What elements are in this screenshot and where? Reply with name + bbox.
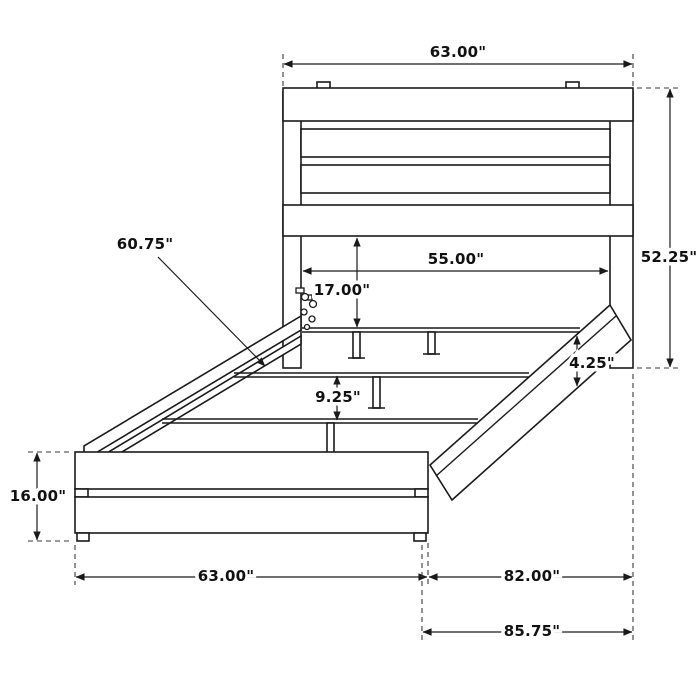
dim-headboard-width: 63.00" [282, 40, 634, 86]
bolt-icon [308, 315, 316, 323]
dim-footboard-width-label: 63.00" [198, 567, 254, 585]
dim-overall-length-label: 85.75" [504, 622, 560, 640]
dim-inner-width-label: 55.00" [428, 250, 484, 268]
dim-inner-width: 55.00" [302, 247, 609, 275]
footboard-foot [413, 532, 427, 542]
side-rail-right-edge [435, 315, 617, 477]
footboard-foot [76, 532, 90, 542]
slat-support-leg [352, 331, 361, 359]
footboard [74, 451, 429, 542]
side-rail-left-ledge [91, 334, 302, 472]
footboard-top-plank [74, 451, 429, 490]
dim-footboard-width: 63.00" [74, 543, 429, 589]
dim-headboard-to-slat: 17.00" [310, 237, 374, 328]
slat-support-leg [427, 331, 436, 355]
headboard-slat [300, 164, 611, 194]
slat-support-leg [372, 376, 381, 409]
dim-headboard-to-slat-label: 17.00" [314, 281, 370, 299]
headboard-top-board [282, 87, 634, 122]
slat-supports [162, 327, 580, 455]
dim-footboard-height-label: 16.00" [10, 487, 66, 505]
dim-footboard-height: 16.00" [6, 451, 70, 542]
slat-support-leg [326, 422, 335, 455]
dim-side-rail-height: 4.25" [566, 335, 618, 387]
bracket [295, 287, 305, 294]
dim-slat-leg-height-label: 9.25" [315, 388, 361, 406]
side-rail-right [428, 303, 633, 502]
headboard-slat [300, 128, 611, 158]
side-rail-left-board [83, 314, 302, 462]
dim-overall-length: 85.75" [421, 374, 634, 644]
bolt-icon [303, 323, 311, 331]
bolt-icon [300, 292, 310, 302]
dim-slat-leg-height: 9.25" [312, 375, 364, 421]
dim-frame-length-label: 82.00" [504, 567, 560, 585]
dim-headboard-height: 52.25" [637, 87, 700, 369]
bolt-icon [308, 299, 318, 309]
dim-frame-length: 82.00" [428, 564, 633, 589]
headboard [282, 81, 634, 369]
bolt-icon [300, 308, 308, 316]
side-rail-right-board [428, 303, 633, 502]
side-rail-left [83, 314, 302, 472]
dim-headboard-height-label: 52.25" [641, 248, 697, 266]
leader-line [157, 256, 266, 367]
footboard-end-post [74, 488, 89, 498]
rail-mounting-hardware [295, 287, 318, 331]
dim-side-rail-length: 60.75" [113, 232, 266, 367]
footboard-bottom-plank [74, 496, 429, 534]
dim-side-rail-height-label: 4.25" [569, 354, 615, 372]
dim-side-rail-length-label: 60.75" [117, 235, 173, 253]
dim-headboard-width-label: 63.00" [430, 43, 486, 61]
headboard-bottom-board [282, 204, 634, 237]
footboard-end-post [414, 488, 429, 498]
